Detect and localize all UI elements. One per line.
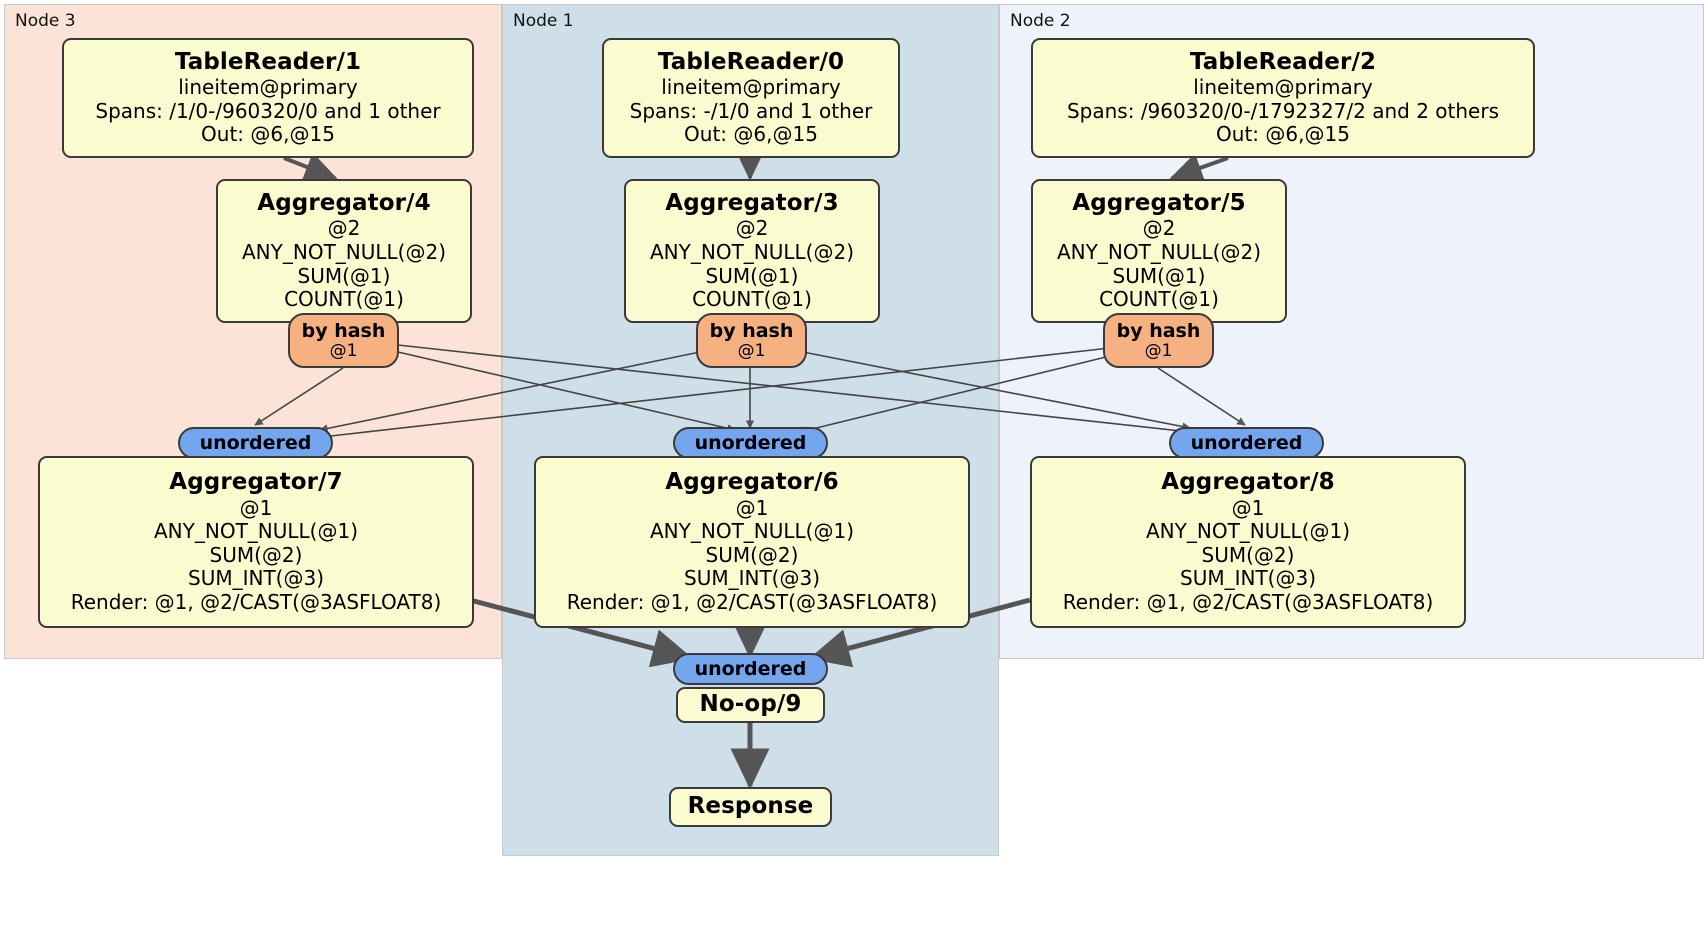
processor-line: Out: @6,@15: [201, 122, 335, 147]
processor-line: ANY_NOT_NULL(@1): [650, 519, 854, 544]
processor-line: SUM_INT(@3): [1180, 566, 1316, 591]
processor-line: COUNT(@1): [284, 287, 404, 312]
processor-title: Aggregator/6: [665, 469, 839, 496]
synchronizer-kind-label: unordered: [694, 431, 807, 454]
synchronizer-unordered-final[interactable]: unordered: [673, 653, 828, 685]
processor-line: Spans: /1/0-/960320/0 and 1 other: [95, 98, 441, 123]
processor-title: Aggregator/4: [257, 190, 431, 217]
processor-line: Render: @1, @2/CAST(@3ASFLOAT8): [566, 589, 938, 614]
router-detail-label: @1: [1144, 340, 1173, 361]
processor-line: SUM(@1): [1112, 263, 1206, 288]
router-hash-left[interactable]: by hash @1: [288, 313, 399, 368]
processor-line: ANY_NOT_NULL(@1): [1146, 519, 1350, 544]
processor-line: SUM(@2): [1201, 542, 1295, 567]
processor-title: TableReader/2: [1189, 49, 1377, 76]
processor-line: ANY_NOT_NULL(@2): [1057, 239, 1261, 264]
processor-line: lineitem@primary: [661, 75, 841, 100]
processor-line: SUM(@2): [705, 542, 799, 567]
processor-tablereader0[interactable]: TableReader/0 lineitem@primary Spans: -/…: [602, 38, 900, 158]
synchronizer-kind-label: unordered: [694, 657, 807, 680]
processor-title: Aggregator/5: [1072, 190, 1246, 217]
processor-line: ANY_NOT_NULL(@1): [154, 519, 358, 544]
synchronizer-kind-label: unordered: [199, 431, 312, 454]
processor-line: Render: @1, @2/CAST(@3ASFLOAT8): [1062, 589, 1434, 614]
processor-line: SUM(@1): [705, 263, 799, 288]
processor-line: SUM(@2): [209, 542, 303, 567]
router-hash-center[interactable]: by hash @1: [696, 313, 807, 368]
processor-aggregator7[interactable]: Aggregator/7 @1 ANY_NOT_NULL(@1) SUM(@2)…: [38, 456, 474, 628]
processor-line: lineitem@primary: [1193, 75, 1373, 100]
processor-aggregator8[interactable]: Aggregator/8 @1 ANY_NOT_NULL(@1) SUM(@2)…: [1030, 456, 1466, 628]
processor-line: @2: [735, 216, 769, 241]
processor-line: @1: [735, 495, 769, 520]
processor-title: Aggregator/7: [169, 469, 343, 496]
processor-aggregator6[interactable]: Aggregator/6 @1 ANY_NOT_NULL(@1) SUM(@2)…: [534, 456, 970, 628]
processor-line: COUNT(@1): [1099, 287, 1219, 312]
processor-line: Spans: /960320/0-/1792327/2 and 2 others: [1066, 98, 1499, 123]
processor-line: @1: [1231, 495, 1265, 520]
router-detail-label: @1: [329, 340, 358, 361]
processor-line: SUM(@1): [297, 263, 391, 288]
processor-response[interactable]: Response: [669, 787, 832, 827]
router-detail-label: @1: [737, 340, 766, 361]
node-label-node1: Node 1: [513, 11, 574, 31]
processor-line: SUM_INT(@3): [188, 566, 324, 591]
processor-tablereader2[interactable]: TableReader/2 lineitem@primary Spans: /9…: [1031, 38, 1535, 158]
processor-title: TableReader/0: [657, 49, 845, 76]
processor-tablereader1[interactable]: TableReader/1 lineitem@primary Spans: /1…: [62, 38, 474, 158]
processor-aggregator5[interactable]: Aggregator/5 @2 ANY_NOT_NULL(@2) SUM(@1)…: [1031, 179, 1287, 323]
processor-line: COUNT(@1): [692, 287, 812, 312]
router-hash-right[interactable]: by hash @1: [1103, 313, 1214, 368]
router-kind-label: by hash: [301, 319, 386, 342]
processor-line: Render: @1, @2/CAST(@3ASFLOAT8): [70, 589, 442, 614]
synchronizer-unordered-right[interactable]: unordered: [1169, 427, 1324, 459]
node-label-node2: Node 2: [1010, 11, 1071, 31]
processor-noop9[interactable]: No-op/9: [676, 687, 825, 723]
node-label-node3: Node 3: [15, 11, 76, 31]
router-kind-label: by hash: [1116, 319, 1201, 342]
processor-aggregator4[interactable]: Aggregator/4 @2 ANY_NOT_NULL(@2) SUM(@1)…: [216, 179, 472, 323]
processor-line: lineitem@primary: [178, 75, 358, 100]
processor-title: Aggregator/3: [665, 190, 839, 217]
processor-line: Out: @6,@15: [1216, 122, 1350, 147]
processor-title: No-op/9: [699, 691, 802, 718]
processor-line: ANY_NOT_NULL(@2): [242, 239, 446, 264]
processor-title: Aggregator/8: [1161, 469, 1335, 496]
processor-line: Out: @6,@15: [684, 122, 818, 147]
processor-line: Spans: -/1/0 and 1 other: [629, 98, 873, 123]
processor-line: @2: [1142, 216, 1176, 241]
processor-title: TableReader/1: [174, 49, 362, 76]
processor-line: ANY_NOT_NULL(@2): [650, 239, 854, 264]
processor-aggregator3[interactable]: Aggregator/3 @2 ANY_NOT_NULL(@2) SUM(@1)…: [624, 179, 880, 323]
processor-title: Response: [687, 793, 814, 820]
processor-line: @2: [327, 216, 361, 241]
synchronizer-unordered-center[interactable]: unordered: [673, 427, 828, 459]
synchronizer-unordered-left[interactable]: unordered: [178, 427, 333, 459]
processor-line: SUM_INT(@3): [684, 566, 820, 591]
router-kind-label: by hash: [709, 319, 794, 342]
processor-line: @1: [239, 495, 273, 520]
synchronizer-kind-label: unordered: [1190, 431, 1303, 454]
